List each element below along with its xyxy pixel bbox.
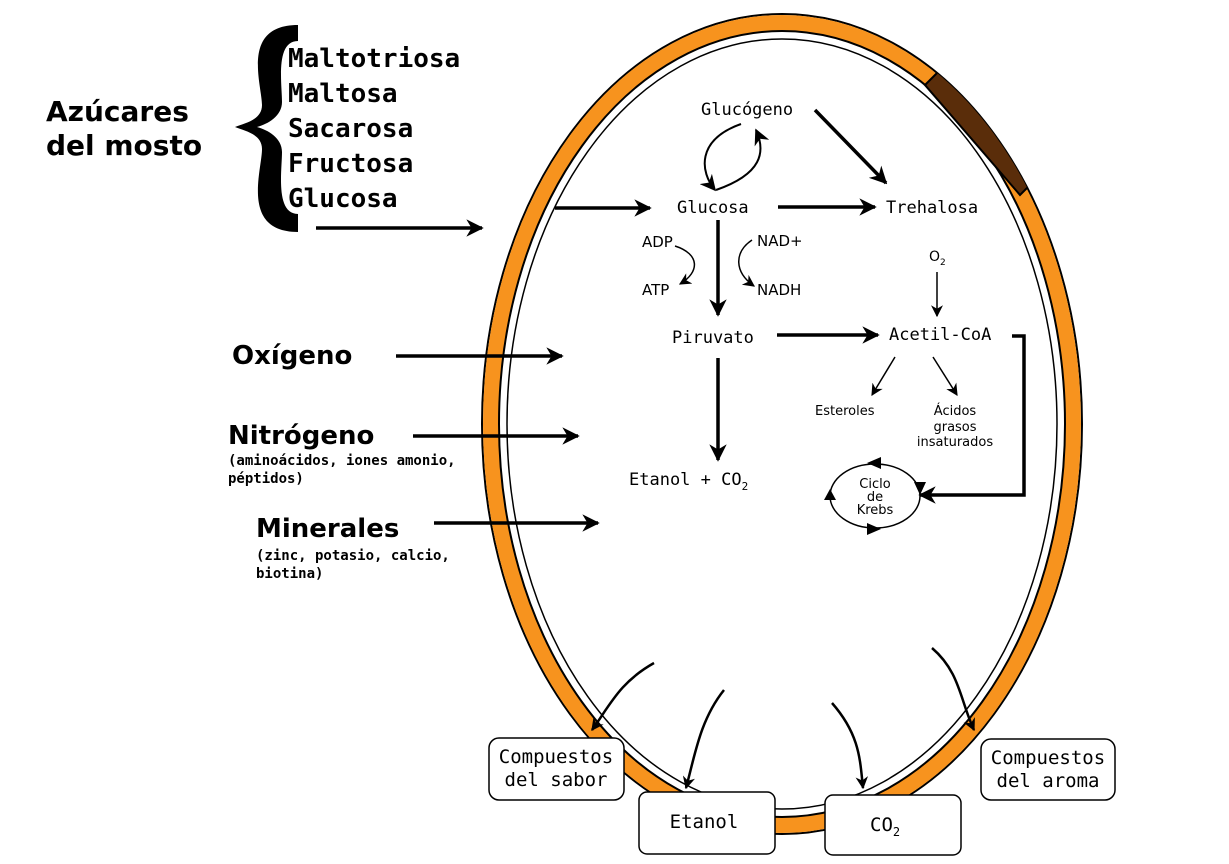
cell-wall-fill	[483, 15, 1081, 833]
nad-nadh-arrow	[738, 239, 755, 287]
co2-output-main: CO	[870, 814, 893, 836]
minerals-detail-line1: (zinc, potasio, calcio,	[256, 548, 450, 564]
glucogeno-glucosa-cycle-down	[699, 123, 742, 192]
outputs-group: Compuestos del sabor Etanol CO2 Compuest…	[488, 647, 1116, 856]
acetilcoa-label: Acetil-CoA	[889, 325, 991, 345]
nitrogen-detail-line1: (aminoácidos, iones amonio,	[228, 453, 456, 469]
etanol-box	[638, 791, 776, 855]
krebs-line2: de	[867, 490, 883, 505]
pathway-group: Glucógeno Glucosa Trehalosa ADP ATP NAD+…	[555, 100, 1026, 504]
acetilcoa-acidos-arrow	[932, 356, 958, 397]
sugar-maltotriosa: Maltotriosa	[288, 44, 460, 74]
krebs-arrowhead-bottom	[867, 523, 881, 535]
aroma-line2: del aroma	[997, 770, 1100, 792]
co2-output-label: CO2	[870, 814, 900, 839]
sugars-group: Azúcares del mosto Maltotriosa Maltosa S…	[46, 25, 484, 237]
aroma-line1: Compuestos	[991, 747, 1105, 769]
sugars-brace	[235, 25, 298, 232]
sabor-line2: del sabor	[505, 769, 608, 791]
o2-label: O2	[929, 249, 946, 268]
cell-wall	[481, 13, 1083, 835]
piruvato-label: Piruvato	[672, 328, 754, 348]
etanol-output-label: Etanol	[670, 811, 739, 833]
sugars-title-line1: Azúcares	[46, 95, 189, 128]
o2-sub: 2	[940, 258, 946, 268]
aroma-output-arrow	[931, 647, 976, 732]
bud-scar	[923, 63, 1042, 197]
acidos-line3: insaturados	[917, 435, 993, 450]
acidos-line1: Ácidos	[934, 403, 977, 419]
glucosa-label: Glucosa	[677, 198, 749, 218]
oxygen-label: Oxígeno	[232, 341, 352, 371]
nadh-label: NADH	[757, 281, 801, 299]
etanol-co2-sub: 2	[742, 480, 749, 493]
atp-label: ATP	[642, 281, 669, 299]
krebs-line1: Ciclo	[859, 477, 890, 492]
minerals-label: Minerales	[256, 514, 399, 544]
sugar-sacarosa: Sacarosa	[288, 114, 413, 144]
cell	[481, 13, 1083, 835]
sugar-maltosa: Maltosa	[288, 79, 398, 109]
aroma-box	[980, 738, 1116, 801]
sugar-glucosa: Glucosa	[288, 184, 398, 214]
acidos-line2: grasos	[933, 420, 976, 435]
inputs-group: Oxígeno Nitrógeno (aminoácidos, iones am…	[228, 341, 600, 582]
sabor-output-arrow	[590, 661, 655, 732]
sugars-title-line2: del mosto	[46, 129, 202, 162]
acetilcoa-krebs-arrow	[918, 334, 1026, 504]
krebs-arrowhead-right	[914, 482, 926, 495]
sabor-line1: Compuestos	[499, 746, 613, 768]
o2-main: O	[929, 249, 940, 265]
nitrogen-detail-line2: péptidos)	[228, 471, 304, 487]
adp-atp-arrow	[674, 245, 696, 285]
cell-wall-inner-edge	[498, 30, 1066, 818]
sugar-fructosa: Fructosa	[288, 149, 413, 179]
esteroles-label: Esteroles	[815, 404, 875, 419]
krebs-line3: Krebs	[857, 503, 894, 518]
sabor-box	[488, 737, 625, 801]
glucogeno-label: Glucógeno	[701, 100, 793, 120]
krebs-arrowhead-left	[824, 489, 836, 500]
glucogeno-trehalosa-arrow	[813, 108, 888, 185]
co2-output-arrow	[831, 702, 869, 790]
cell-membrane	[506, 38, 1058, 810]
etanol-co2-main: Etanol + CO	[629, 470, 742, 490]
krebs-cycle: Ciclo de Krebs	[824, 457, 926, 535]
co2-output-sub: 2	[893, 825, 900, 839]
co2-box	[824, 794, 962, 856]
etanol-co2-label: Etanol + CO2	[629, 470, 748, 493]
nitrogen-label: Nitrógeno	[228, 421, 374, 451]
minerals-detail-line2: biotina)	[256, 566, 323, 582]
acetilcoa-esteroles-arrow	[871, 356, 896, 397]
etanol-output-arrow	[682, 689, 725, 790]
glucogeno-glucosa-cycle-up	[715, 128, 770, 191]
krebs-arrowhead-top	[867, 457, 881, 469]
nad-plus-label: NAD+	[757, 232, 803, 250]
trehalosa-label: Trehalosa	[886, 198, 978, 218]
adp-label: ADP	[642, 233, 673, 251]
